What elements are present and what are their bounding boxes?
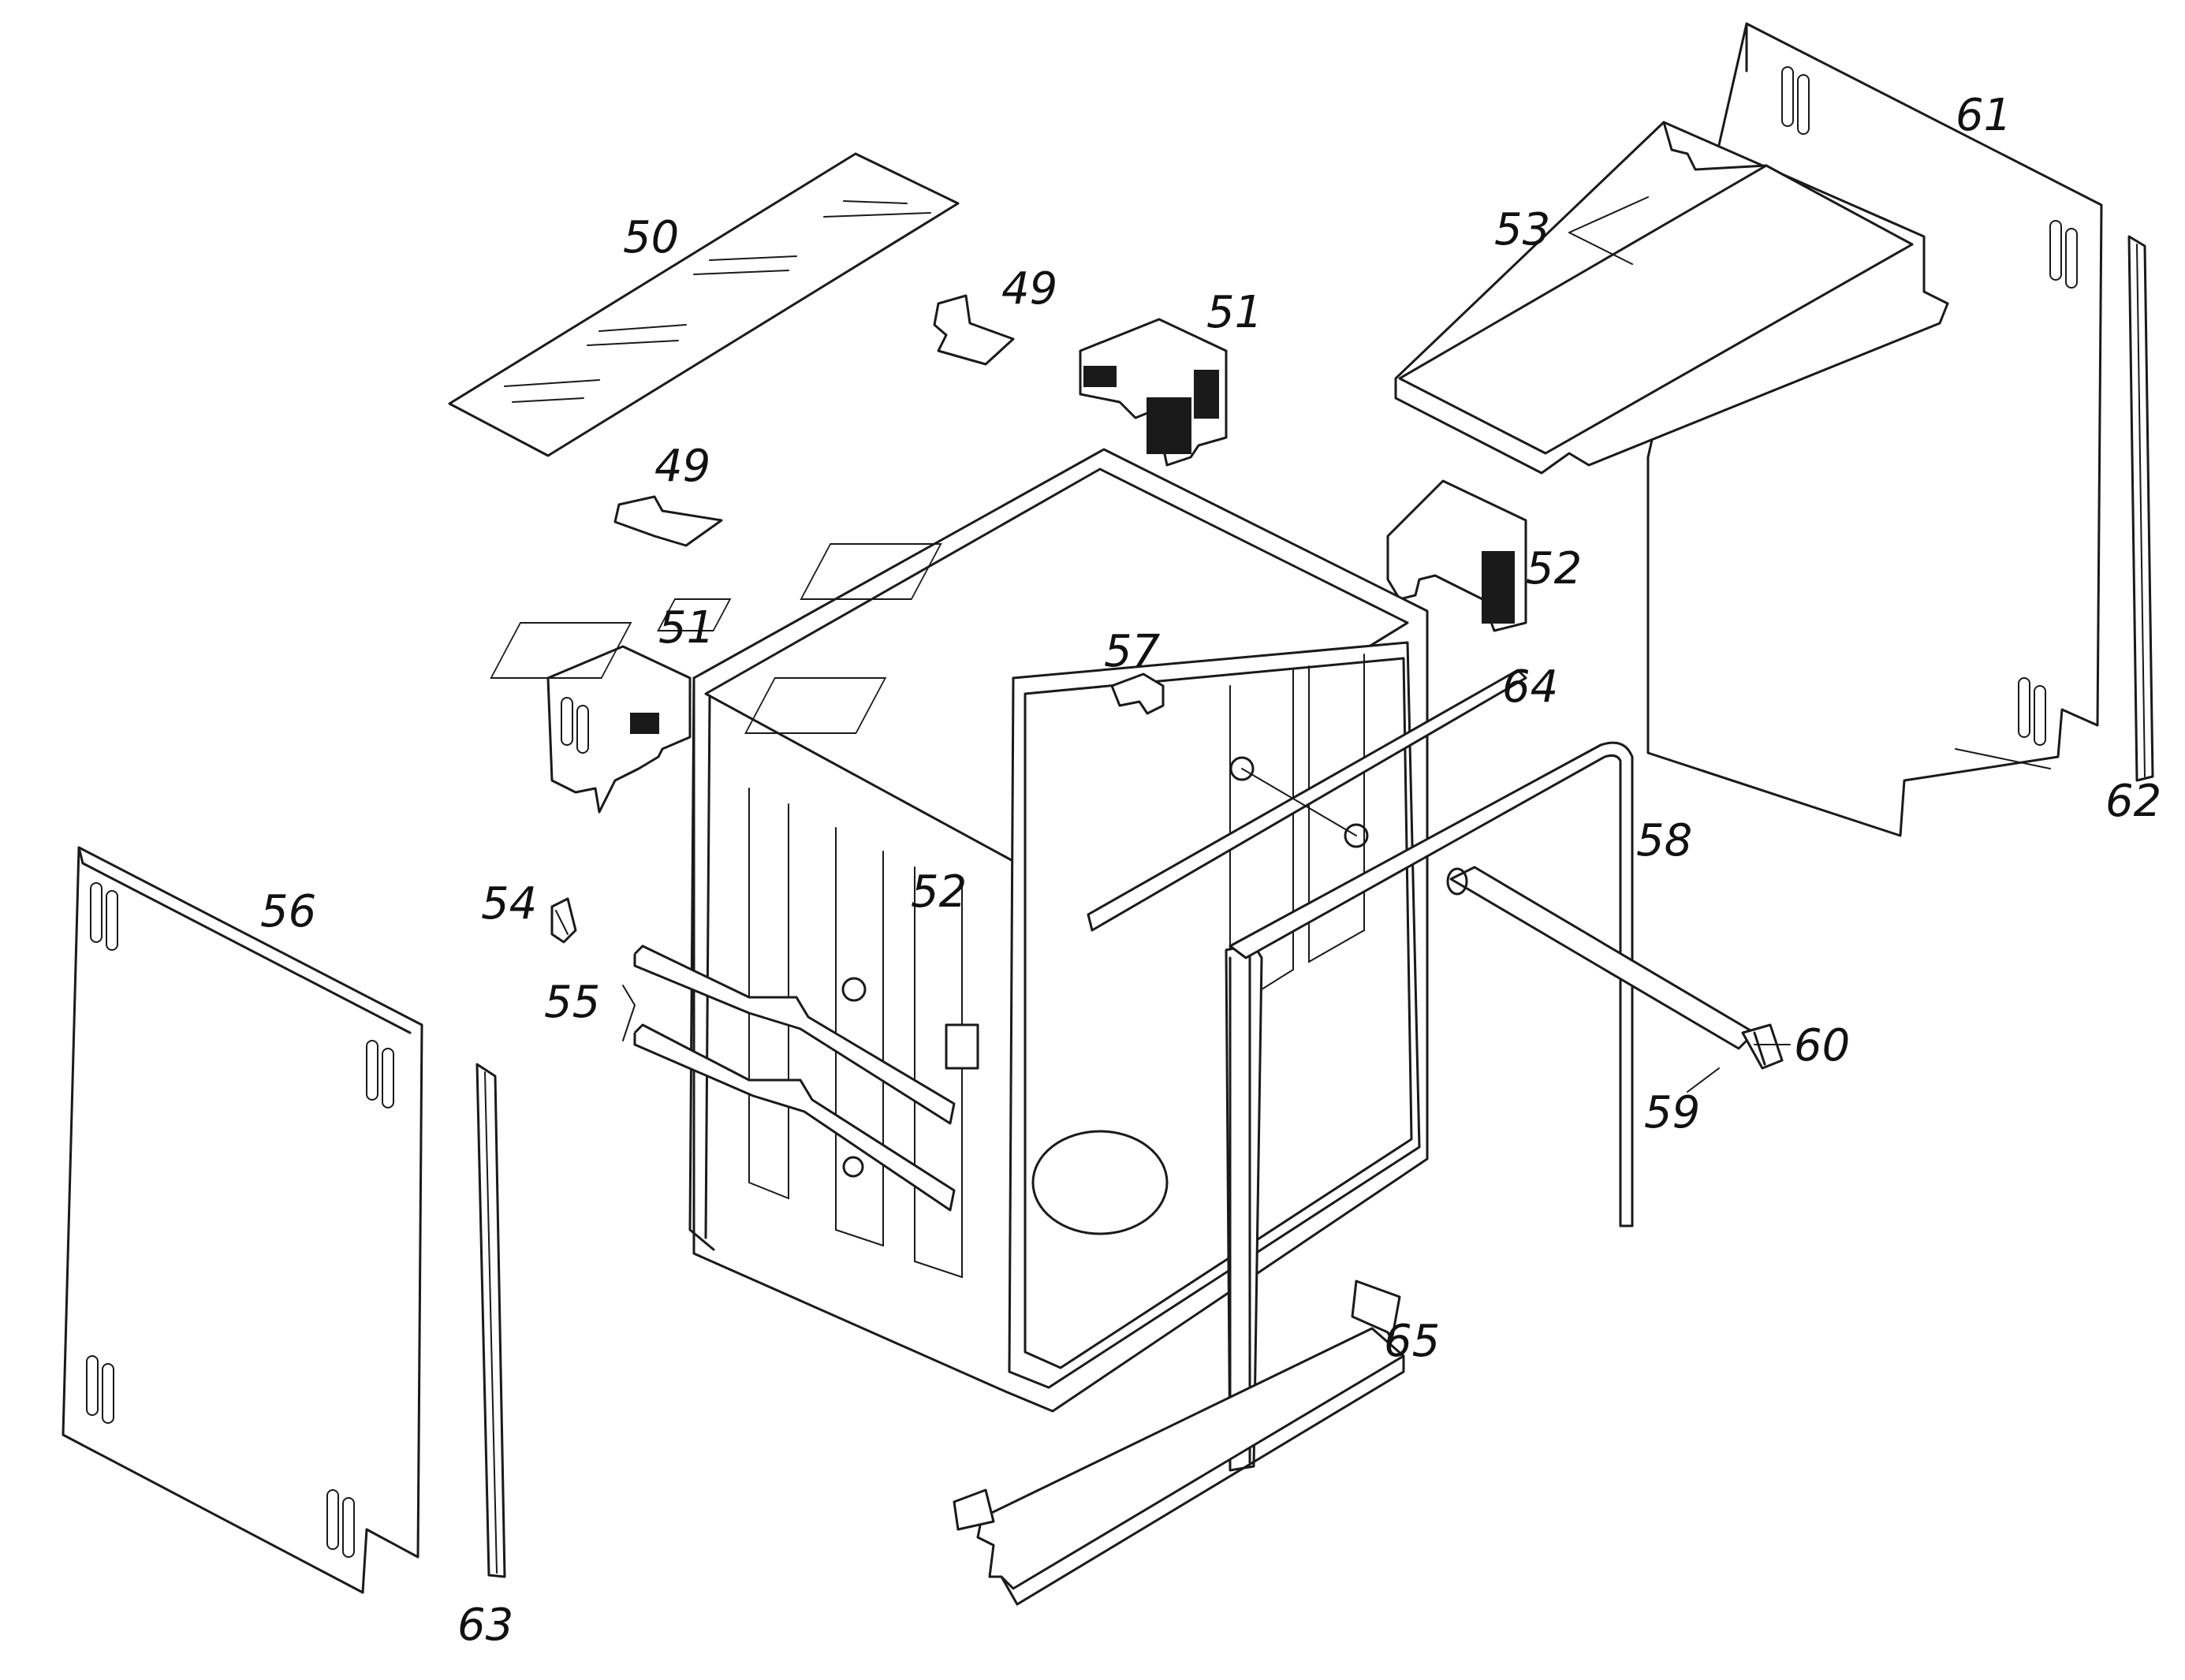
- label-49-lower: 49: [654, 441, 710, 492]
- label-54: 54: [481, 878, 537, 929]
- part-60-end-cap: [1741, 1023, 1784, 1070]
- part-55-rail-upper: [633, 944, 956, 1125]
- part-58-seal-frame: [1225, 741, 1634, 1472]
- part-57-latch: [1110, 672, 1165, 715]
- part-53-top-panel: [1394, 121, 1949, 475]
- part-62-trim-strip: [2127, 235, 2154, 782]
- part-51-hinge-lower: [546, 645, 692, 814]
- label-65: 65: [1384, 1316, 1440, 1367]
- part-63-trim-strip: [475, 1063, 506, 1578]
- label-58: 58: [1636, 815, 1692, 866]
- label-51-lower: 51: [658, 602, 714, 654]
- label-61: 61: [1956, 90, 2012, 141]
- label-52-center: 52: [911, 866, 967, 918]
- reference-numerals: 50 49 49 51 51 53 61 52 57 64 62 58 56 5…: [260, 90, 2161, 1651]
- label-53: 53: [1494, 204, 1550, 255]
- tub-body: [490, 448, 1429, 1413]
- part-65-kick-plate: [953, 1280, 1405, 1606]
- label-62: 62: [2105, 776, 2161, 827]
- label-50: 50: [623, 212, 679, 263]
- label-55: 55: [544, 977, 600, 1028]
- label-57: 57: [1104, 626, 1161, 677]
- part-49-bracket-upper: [933, 294, 1015, 366]
- label-56: 56: [260, 886, 316, 937]
- part-51-hinge-upper: [1079, 318, 1228, 467]
- label-63: 63: [457, 1600, 513, 1651]
- part-49-bracket-lower: [613, 495, 723, 547]
- part-56-left-panel: [62, 846, 423, 1594]
- label-59: 59: [1644, 1087, 1700, 1138]
- part-55-rail-lower: [633, 1023, 956, 1212]
- label-51-upper: 51: [1206, 287, 1262, 338]
- part-64-cross-brace: [1087, 669, 1527, 932]
- leader-lines: [622, 196, 1791, 1093]
- label-49-upper: 49: [1001, 263, 1057, 315]
- label-64: 64: [1502, 661, 1558, 713]
- part-54-clip: [550, 897, 577, 944]
- part-50-top-sheet: [448, 152, 960, 457]
- label-60: 60: [1794, 1020, 1850, 1071]
- label-52-right: 52: [1526, 543, 1582, 594]
- part-59-tube: [1446, 866, 1756, 1050]
